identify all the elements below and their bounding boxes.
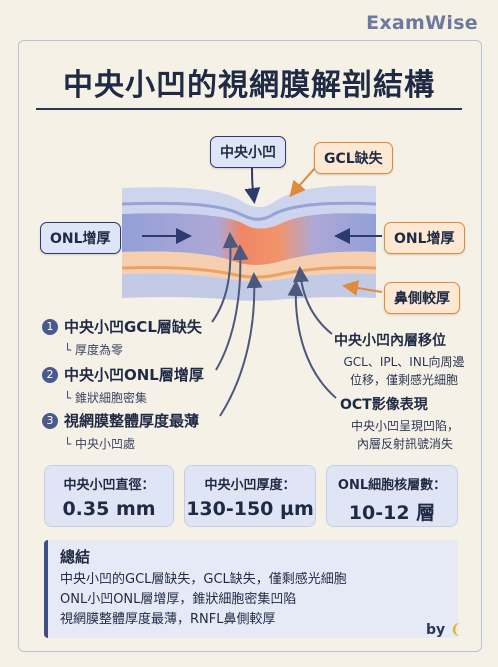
left-item-2: 2 中央小凹ONL層增厚 └ 錐狀細胞密集 — [42, 364, 204, 406]
left-item-3: 3 視網膜整體厚度最薄 └ 中央小凹處 — [42, 410, 199, 452]
item-sub-3: └ 中央小凹處 — [64, 437, 136, 451]
label-nasal-thicker: 鼻側較厚 — [384, 282, 460, 314]
onl-band — [122, 213, 376, 265]
stat-value-diameter: 0.35 mm — [62, 498, 156, 520]
label-onl-left: ONL增厚 — [40, 222, 121, 254]
page-title: 中央小凹的視網膜解剖結構 — [63, 68, 435, 103]
right-item-2-line-1: 中央小凹呈現凹陷， — [350, 419, 459, 433]
summary-line-2: ONL小凹ONL層增厚，錐狀細胞密集凹陷 — [60, 592, 297, 607]
banana-icon: ❨ — [450, 622, 462, 638]
author-credit: by ❨ — [426, 622, 462, 638]
label-gcl-loss: GCL缺失 — [314, 142, 393, 174]
right-item-1-line-2: 位移，僅剩感光細胞 — [349, 373, 458, 387]
summary-line-3: 視網膜整體厚度最薄，RNFL鼻側較厚 — [60, 612, 276, 627]
item-title-1: 中央小凹GCL層缺失 — [64, 318, 202, 336]
right-item-1: 中央小凹內層移位 GCL、IPL、INL向周邊 位移，僅剩感光細胞 — [334, 330, 474, 389]
arrow-right-2 — [287, 280, 337, 399]
title-divider — [36, 108, 462, 110]
label-onl-right: ONL增厚 — [384, 222, 465, 254]
item-title-3: 視網膜整體厚度最薄 — [64, 412, 200, 430]
stat-label-thickness: 中央小凹厚度： — [204, 478, 296, 493]
inner-layer-line — [121, 201, 377, 221]
stat-card-onl-layers: ONL細胞核層數： 10-12 層 — [326, 465, 458, 527]
stat-card-diameter: 中央小凹直徑： 0.35 mm — [44, 465, 174, 527]
page-frame — [18, 40, 482, 652]
right-item-1-line-1: GCL、IPL、INL向周邊 — [343, 355, 465, 369]
left-item-1: 1 中央小凹GCL層缺失 └ 厚度為零 — [42, 316, 202, 358]
summary-box: 總結 中央小凹的GCL層缺失，GCL缺失，僅剩感光細胞 ONL小凹ONL層增厚，… — [44, 540, 458, 638]
right-item-2-line-2: 內層反射訊號消失 — [356, 437, 453, 451]
item-number-2: 2 — [42, 366, 58, 383]
outer-layer-band — [122, 251, 376, 282]
inner-layer-band — [122, 185, 376, 229]
item-sub-1: └ 厚度為零 — [64, 343, 124, 357]
stat-value-onl-layers: 10-12 層 — [348, 502, 436, 524]
stat-label-onl-layers: ONL細胞核層數： — [337, 478, 447, 493]
item-sub-2: └ 錐狀細胞密集 — [64, 391, 148, 405]
arrow-right-1 — [292, 266, 333, 335]
stat-value-thickness: 130-150 µm — [186, 498, 314, 520]
arrow-nasal — [342, 280, 383, 296]
stat-card-thickness: 中央小凹厚度： 130-150 µm — [184, 465, 316, 527]
right-item-1-title: 中央小凹內層移位 — [334, 333, 446, 349]
author-credit-text: by — [426, 622, 446, 638]
item-title-2: 中央小凹ONL層增厚 — [64, 366, 204, 384]
item-number-3: 3 — [42, 412, 58, 429]
summary-title: 總結 — [60, 548, 91, 566]
brand-logo: ExamWise — [366, 12, 478, 34]
summary-line-1: 中央小凹的GCL層缺失，GCL缺失，僅剩感光細胞 — [60, 572, 347, 587]
stat-label-diameter: 中央小凹直徑： — [63, 478, 155, 493]
arrow-item-3 — [219, 272, 263, 417]
arrow-item-1 — [211, 232, 239, 323]
item-number-1: 1 — [42, 318, 58, 335]
right-item-2: OCT影像表現 中央小凹呈現凹陷， 內層反射訊號消失 — [340, 394, 470, 453]
label-fovea: 中央小凹 — [210, 136, 286, 168]
right-item-2-title: OCT影像表現 — [340, 397, 428, 413]
arrow-item-2 — [215, 244, 249, 371]
